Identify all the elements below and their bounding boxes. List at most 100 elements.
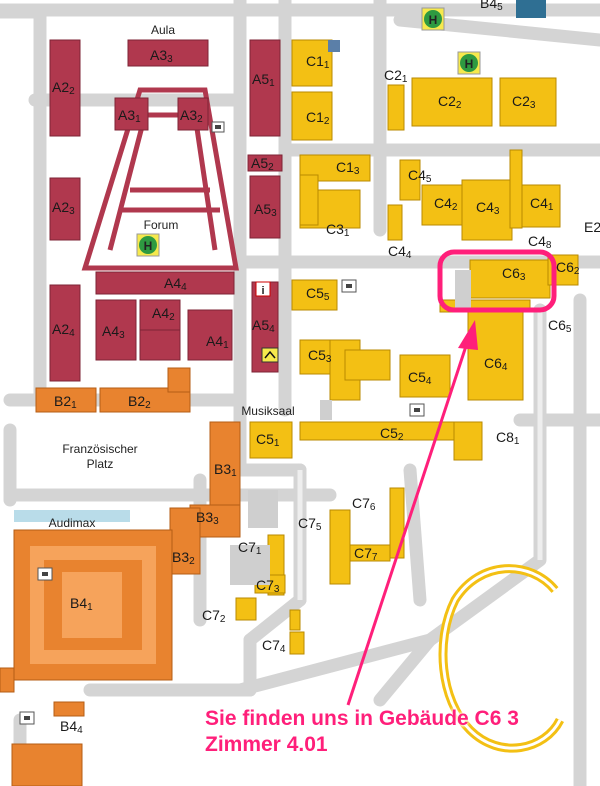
building-c1-1	[291, 39, 333, 87]
building-c7-5	[329, 509, 351, 585]
pointer-arrow	[346, 320, 478, 706]
bus-stop-icon: H	[457, 51, 481, 75]
building-c4-5	[399, 159, 421, 201]
building-label-c7-2: C72	[202, 607, 226, 625]
building-c7-7	[349, 544, 391, 562]
building-a4-3	[95, 299, 137, 361]
building-label-a2-2: A22	[52, 79, 75, 97]
building-b4-5	[11, 743, 83, 786]
building-label-b4-5: B45	[480, 0, 503, 13]
platz-label-line2: Platz	[87, 457, 114, 471]
building-label-a2-4: A24	[52, 321, 75, 339]
annotation-line-2: Zimmer 4.01	[205, 733, 328, 756]
building-label-c7-6: C76	[352, 495, 376, 513]
building-a3-3	[127, 39, 209, 67]
building-label-c4-2: C42	[434, 195, 458, 213]
building-c7-6	[389, 487, 405, 559]
building-label-a5-3: A53	[254, 201, 277, 219]
building-label-a3-2: A32	[180, 107, 203, 125]
building-a4-1	[187, 309, 233, 361]
building-a3-2	[177, 97, 209, 131]
building-b3-2	[169, 507, 201, 575]
building-label-c4-4: C44	[388, 243, 412, 261]
building-a5-3	[249, 175, 281, 239]
building-c4-3	[461, 179, 513, 241]
building-label-a5-2: A52	[251, 155, 274, 173]
building-b4-4	[53, 701, 85, 717]
building-label-b4-4: B44	[60, 718, 83, 736]
building-c5-4	[399, 354, 451, 398]
zone-b-buildings	[0, 367, 241, 786]
building-label-b3-1: B31	[214, 461, 237, 479]
forum-a-outline	[81, 87, 239, 271]
building-label-a3-1: A31	[118, 107, 141, 125]
audimax-label: Audimax	[49, 516, 96, 530]
aula-label: Aula	[151, 23, 175, 37]
building-label-e2: E2	[584, 219, 600, 235]
building-c5-1	[249, 421, 293, 459]
building-label-b2-1: B21	[54, 393, 77, 411]
building-c7-2	[235, 597, 257, 621]
building-label-c4-8: C48	[528, 233, 552, 251]
building-c7-4	[289, 631, 305, 655]
building-a3-1	[114, 97, 149, 131]
building-label-c8-1: C81	[496, 429, 520, 447]
building-a5-1	[249, 39, 281, 137]
highlight-c6-3	[437, 249, 557, 313]
building-c2-1	[387, 84, 405, 131]
forum-label: Forum	[144, 218, 179, 232]
building-top-right	[516, 0, 546, 18]
svg-text:i: i	[261, 285, 264, 297]
building-label-c2-1: C21	[384, 67, 408, 85]
building-label-c5-1: C51	[256, 431, 280, 449]
building-label-c7-5: C75	[298, 515, 322, 533]
building-label-c4-1: C41	[530, 195, 554, 213]
building-label-b4-1: B41	[70, 595, 93, 613]
building-c4-2	[421, 184, 463, 226]
building-label-c1-3: C13	[336, 159, 360, 177]
building-a4-2	[139, 299, 181, 331]
building-label-a4-2: A42	[152, 305, 175, 323]
info-icon: i	[255, 281, 271, 297]
building-c6-4	[467, 299, 524, 401]
building-c2-3	[499, 77, 557, 127]
building-a4-4	[95, 271, 235, 295]
bus-stop-icon: H	[136, 233, 160, 257]
building-label-a5-4: A54	[252, 317, 275, 335]
building-a2-4	[49, 284, 81, 382]
building-label-c7-3: C73	[256, 577, 280, 595]
building-b2-1	[35, 387, 97, 413]
building-c2-2	[411, 77, 493, 127]
building-c5-5	[291, 279, 338, 311]
road-outline	[297, 310, 543, 600]
svg-text:H: H	[429, 13, 438, 27]
building-a2-3	[49, 177, 81, 241]
building-label-b2-2: B22	[128, 393, 151, 411]
building-c1-2	[291, 91, 333, 141]
building-label-c5-4: C54	[408, 369, 432, 387]
building-c4-4	[387, 204, 403, 241]
building-label-c7-7: C77	[354, 545, 378, 563]
building-shadows	[230, 270, 471, 585]
svg-text:H: H	[144, 239, 153, 253]
toilet-icon-dot	[24, 125, 420, 720]
building-label-c7-4: C74	[262, 637, 286, 655]
building-label-b3-3: B33	[196, 509, 219, 527]
musiksaal-label: Musiksaal	[241, 404, 294, 418]
building-label-c4-5: C45	[408, 167, 432, 185]
post-icon	[261, 347, 279, 363]
building-label-a2-3: A23	[52, 199, 75, 217]
building-label-c3-1: C31	[326, 221, 350, 239]
location-annotation: Sie finden uns in Gebäude C6 3 Zimmer 4.…	[205, 706, 519, 758]
building-a2-2	[49, 39, 81, 137]
svg-text:H: H	[465, 57, 474, 71]
building-label-c7-1: C71	[238, 539, 262, 557]
building-label-a4-4: A44	[164, 275, 187, 293]
building-label-c5-3: C53	[308, 347, 332, 365]
library-icon	[328, 40, 340, 52]
building-label-c2-2: C22	[438, 93, 462, 111]
building-label-a4-1: A41	[206, 333, 229, 351]
building-label-b3-2: B32	[172, 549, 195, 567]
building-label-a3-3: A33	[150, 47, 173, 65]
